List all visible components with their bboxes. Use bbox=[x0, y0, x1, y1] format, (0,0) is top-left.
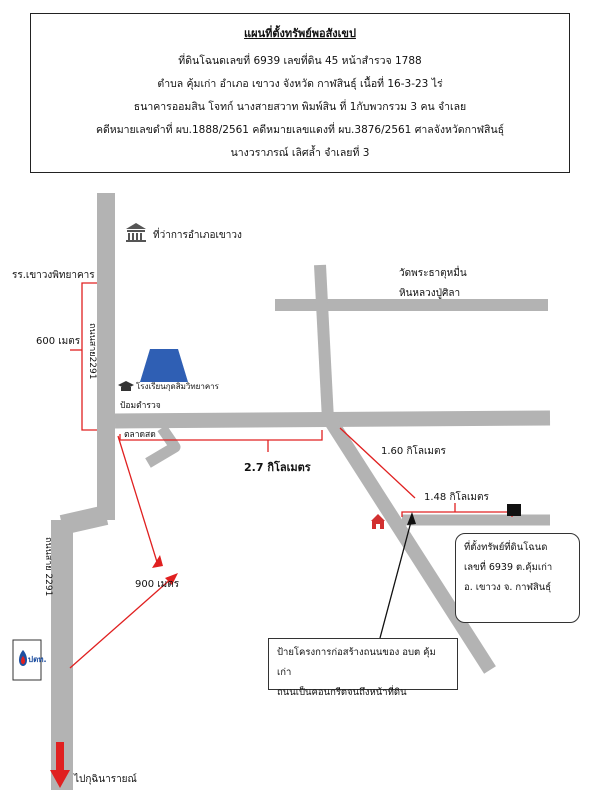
dim-600m bbox=[81, 282, 97, 431]
dist-2-7km-label: 2.7 กิโลเมตร bbox=[244, 461, 311, 474]
sign-callout: ป้ายโครงการก่อสร้างถนนของ อบต คุ้มเก่า ถ… bbox=[268, 638, 458, 698]
road-diagonal bbox=[324, 416, 496, 674]
header-line-case: คดีหมายเลขดำที่ ผบ.1888/2561 คดีหมายเลขแ… bbox=[95, 124, 505, 136]
school-building-icon bbox=[140, 349, 188, 382]
arrow-school-head bbox=[152, 555, 163, 568]
graduation-cap-icon bbox=[118, 381, 134, 391]
header-line-parties: ธนาคารออมสิน โจทก์ นางสายสวาท พิมพ์สิน ท… bbox=[133, 101, 467, 113]
arrow-sign-head bbox=[407, 512, 416, 525]
property-callout-line1: ที่ตั้งทรัพย์ที่ดินโฉนด bbox=[464, 542, 548, 553]
district-office-icon bbox=[126, 223, 146, 242]
road-2291-join bbox=[59, 505, 109, 535]
police-box-label: ป้อมตำรวจ bbox=[120, 401, 161, 411]
school-khaowong-label: รร.เขาวงพิทยาคาร bbox=[12, 270, 95, 281]
arrow-school-diagonal bbox=[117, 435, 158, 563]
header-line-defendant: นางวราภรณ์ เลิศล้ำ จำเลยที่ 3 bbox=[230, 147, 370, 159]
temple-label-line2: หินหลวงปู่ศิลา bbox=[399, 288, 461, 299]
sign-callout-line2: ถนนเป็นคอนกรีตจนถึงหน้าที่ดิน bbox=[277, 687, 407, 698]
school-kudsim-label: โรงเรียนกุดสิมวิทยาคาร bbox=[136, 382, 219, 391]
arrow-900m bbox=[69, 577, 173, 669]
road-2291-upper-label: ถนนสาย2291 bbox=[87, 323, 97, 380]
dist-600m-label: 600 เมตร bbox=[36, 336, 81, 347]
arrow-sign bbox=[379, 517, 413, 639]
dist-1-48km-label: 1.48 กิโลเมตร bbox=[424, 492, 489, 503]
dist-900m-label: 900 เมตร bbox=[135, 579, 180, 590]
dim-2-7km bbox=[119, 430, 323, 441]
market-label: ตลาดสด bbox=[124, 430, 156, 440]
to-kuchinarai-label: ไปกุฉินารายณ์ bbox=[74, 774, 137, 785]
header-box: แผนที่ตั้งทรัพย์พอสังเขป ที่ดินโฉนดเลขที… bbox=[30, 13, 570, 173]
arrow-900m-head bbox=[165, 573, 178, 585]
header-line-deed: ที่ดินโฉนดเลขที่ 6939 เลขที่ดิน 45 หน้าส… bbox=[178, 55, 422, 67]
dim-1-60km bbox=[339, 427, 416, 499]
road-market-branch bbox=[145, 424, 181, 468]
property-callout: ที่ตั้งทรัพย์ที่ดินโฉนด เลขที่ 6939 ต.คุ… bbox=[455, 533, 580, 623]
road-2291-lower-label: ถนนสาย 2291 bbox=[43, 537, 53, 597]
sign-callout-line1: ป้ายโครงการก่อสร้างถนนของ อบต คุ้มเก่า bbox=[277, 647, 436, 678]
district-office-label: ที่ว่าการอำเภอเขาวง bbox=[153, 230, 242, 241]
dist-1-60km-label: 1.60 กิโลเมตร bbox=[381, 446, 446, 457]
property-callout-line3: อ. เขาวง จ. กาฬสินธุ์ bbox=[464, 582, 552, 593]
property-marker-icon bbox=[507, 504, 521, 516]
property-callout-line2: เลขที่ 6939 ต.คุ้มเก่า bbox=[464, 562, 553, 573]
arrow-down-icon bbox=[50, 770, 70, 788]
ptt-logo-label: ปตท. bbox=[28, 655, 47, 664]
temple-label: วัดพระธาตุหมื่น bbox=[399, 268, 467, 279]
road-temple-vertical bbox=[314, 264, 334, 421]
ptt-logo bbox=[12, 639, 42, 681]
arrow-down-shaft bbox=[56, 742, 64, 772]
header-title: แผนที่ตั้งทรัพย์พอสังเขป bbox=[244, 27, 356, 40]
house-icon bbox=[371, 514, 385, 529]
header-line-location: ตำบล คุ้มเก่า อำเภอ เขาวง จังหวัด กาฬสิน… bbox=[157, 78, 443, 90]
